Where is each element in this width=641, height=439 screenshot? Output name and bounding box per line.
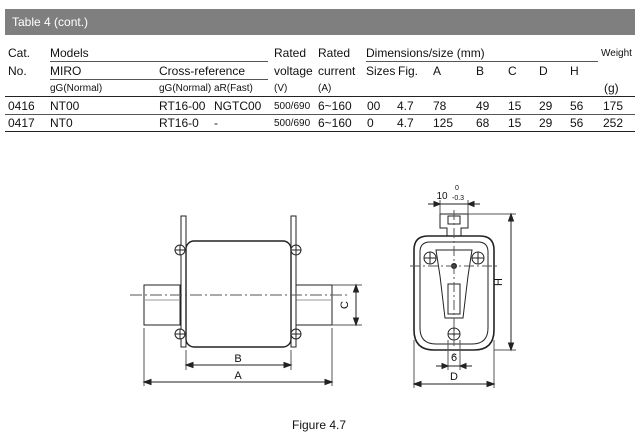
label-dim-10: 10 (436, 191, 448, 202)
header-rated-current-1: Rated (318, 46, 351, 60)
label-dim-a: A (234, 370, 242, 382)
row-2-voltage: 500/690 (274, 118, 311, 129)
fuse-end-view (413, 213, 495, 351)
row-1-b: 49 (476, 99, 490, 113)
dimension-10-line (428, 200, 480, 214)
row-2-weight: 252 (603, 116, 624, 130)
row-divider (5, 114, 635, 115)
row-2-miro: NT0 (50, 116, 73, 130)
header-fig: Fig. (398, 64, 419, 78)
dimension-d-line (412, 340, 496, 388)
row-2-ar: - (214, 116, 218, 130)
header-sizes: Sizes (366, 64, 396, 78)
header-models: Models (50, 46, 89, 60)
row-2-d: 29 (539, 116, 553, 130)
row-1-gg: RT16-00 (159, 99, 206, 113)
fuse-body-side (185, 240, 292, 348)
label-dim-b: B (234, 353, 241, 365)
models-underline (50, 61, 268, 62)
miro-underline (50, 79, 268, 80)
row-2-current: 6~160 (318, 116, 352, 130)
header-current: current (318, 64, 356, 78)
label-tol-lower: -0.3 (452, 195, 464, 202)
dimension-c-line (332, 283, 362, 327)
header-divider (5, 96, 635, 97)
row-1-miro: NT00 (50, 99, 80, 113)
row-2-c: 15 (508, 116, 522, 130)
unit-ar-fast: aR(Fast) (214, 83, 253, 94)
header-dim-h: H (570, 64, 579, 78)
label-tol-upper: 0 (455, 185, 459, 192)
row-1-voltage: 500/690 (274, 101, 311, 112)
row-1-current: 6~160 (318, 99, 352, 113)
row-2-fig: 4.7 (397, 116, 414, 130)
row-1-c: 15 (508, 99, 522, 113)
header-no: No. (8, 64, 27, 78)
header-weight: Weight (601, 48, 632, 59)
side-rivets (174, 244, 302, 340)
unit-gg-normal-miro: gG(Normal) (50, 83, 103, 94)
blade-contacts (143, 284, 333, 326)
label-dim-h: H (493, 278, 505, 286)
table-bottom-rule (5, 131, 635, 132)
row-2-b: 68 (476, 116, 490, 130)
row-1-a: 78 (433, 99, 447, 113)
unit-current: (A) (318, 83, 332, 94)
figure-caption: Figure 4.7 (292, 418, 347, 432)
row-1-fig: 4.7 (397, 99, 414, 113)
header-dim-b: B (476, 64, 485, 78)
end-view-center-lines (410, 210, 498, 356)
header-dim-a: A (433, 64, 442, 78)
label-dim-6: 6 (451, 352, 457, 364)
label-dim-c: C (339, 301, 351, 309)
header-cross-reference: Cross-reference (159, 64, 246, 78)
dimension-b-line (184, 350, 293, 370)
row-1-weight: 175 (603, 99, 624, 113)
row-1-size: 00 (367, 99, 381, 113)
row-1-h: 56 (570, 99, 584, 113)
dimension-a-line (142, 328, 334, 386)
unit-gg-normal-cross: gG(Normal) (159, 83, 212, 94)
header-voltage: voltage (274, 64, 313, 78)
row-2-gg: RT16-0 (159, 116, 199, 130)
header-cat: Cat. (8, 46, 31, 60)
header-dimensions: Dimensions/size (mm) (366, 46, 485, 60)
unit-weight: (g) (604, 81, 619, 95)
row-1-d: 29 (539, 99, 553, 113)
table-title: Table 4 (cont.) (12, 15, 89, 29)
row-2-size: 0 (367, 116, 374, 130)
row-2-h: 56 (570, 116, 584, 130)
row-2-cat: 0417 (8, 116, 35, 130)
header-miro: MIRO (50, 64, 82, 78)
header-dim-d: D (539, 64, 548, 78)
unit-voltage: (V) (274, 83, 288, 94)
label-dim-d: D (450, 371, 458, 383)
header-dim-c: C (508, 64, 517, 78)
row-1-cat: 0416 (8, 99, 35, 113)
dimension-h-line (468, 212, 516, 352)
dimension-6-line (436, 340, 472, 370)
row-1-ar: NGTC00 (214, 99, 262, 113)
table-title-banner: Table 4 (cont.) (5, 9, 635, 35)
header-rated-voltage-1: Rated (274, 46, 307, 60)
row-2-a: 125 (433, 116, 454, 130)
dimensions-underline (366, 61, 598, 62)
